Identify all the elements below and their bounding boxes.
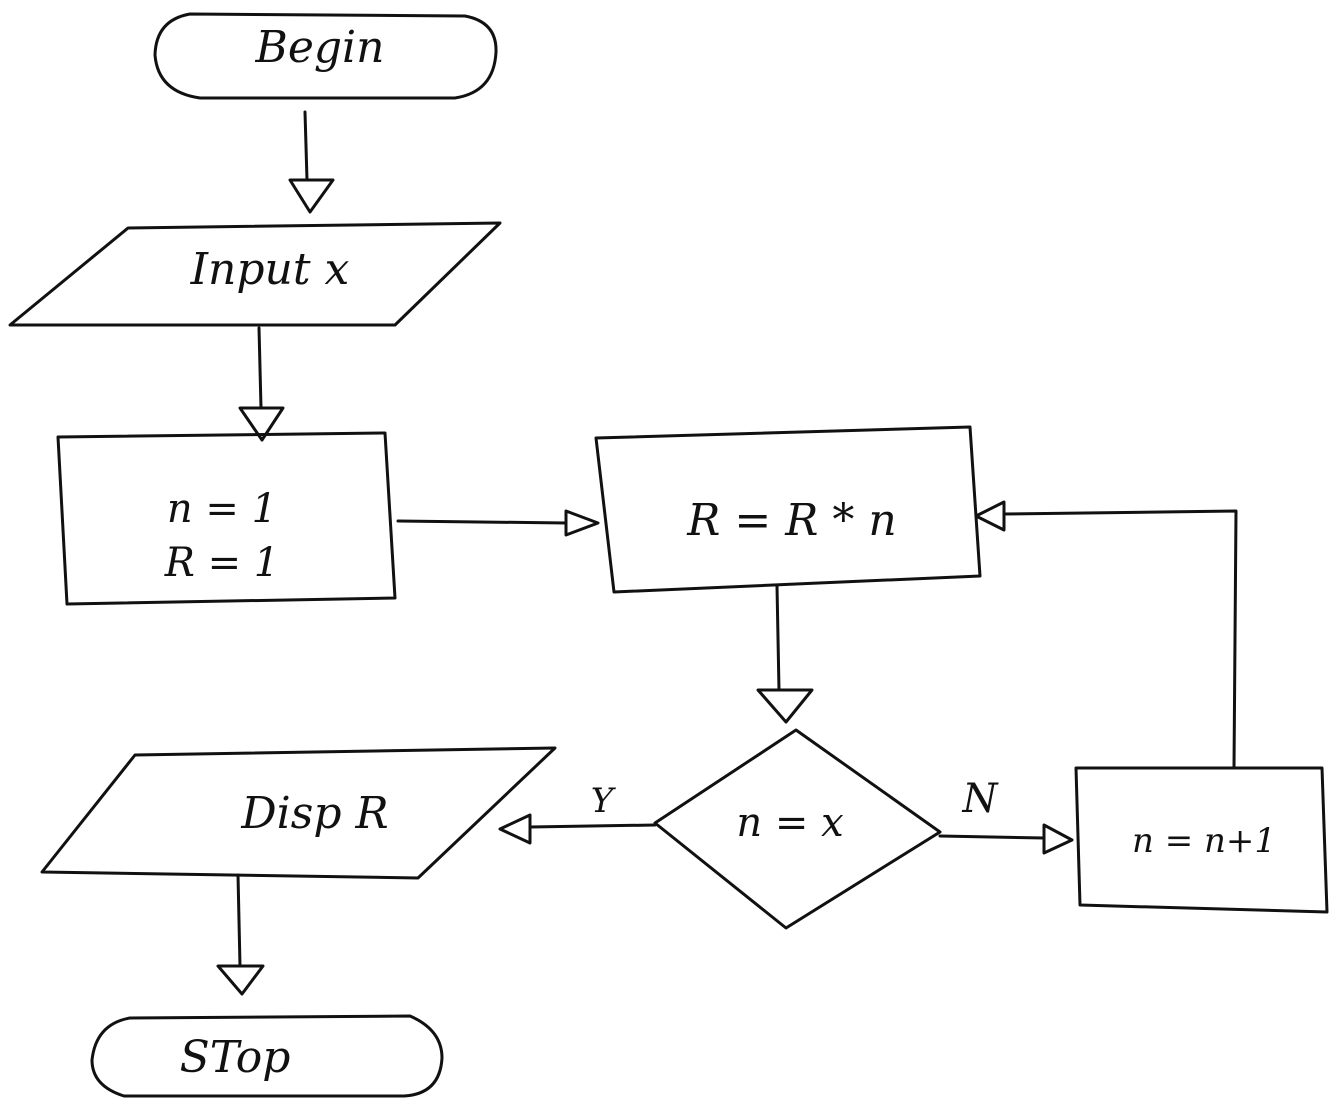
connector-line — [528, 823, 657, 829]
node-display: Disp R — [40, 746, 557, 880]
node-init: n = 1 R = 1 — [56, 431, 397, 606]
edge-label-yes: Y — [591, 781, 617, 821]
arrowhead-right — [564, 509, 600, 537]
edge-decision-to-increment: N — [938, 776, 1074, 855]
connector-line — [257, 326, 263, 410]
connector-line — [396, 519, 568, 525]
input-parallelogram-shape — [8, 221, 502, 327]
display-label: Disp R — [240, 788, 388, 839]
edge-display-to-stop — [216, 873, 265, 996]
node-decision: n = x — [653, 728, 942, 930]
init-process-shape — [56, 431, 397, 606]
connector-line — [236, 873, 242, 968]
arrowhead-right — [1042, 823, 1074, 855]
multiply-label: R = R * n — [686, 495, 896, 546]
arrowhead-down — [216, 964, 265, 996]
edge-input-to-init — [238, 326, 285, 442]
edge-multiply-to-decision — [756, 584, 814, 724]
arrowhead-down — [238, 406, 285, 442]
begin-terminator-shape — [153, 12, 498, 100]
stop-terminator-shape — [90, 1014, 444, 1098]
decision-diamond-shape — [653, 728, 942, 930]
node-multiply: R = R * n — [594, 425, 982, 594]
connector-line — [775, 584, 781, 692]
stop-label: STop — [180, 1032, 291, 1083]
connector-line — [1002, 509, 1238, 770]
arrowhead-down — [756, 688, 814, 724]
input-label: Input x — [190, 244, 350, 295]
begin-label: Begin — [255, 22, 385, 73]
increment-process-shape — [1074, 766, 1329, 914]
init-line-r: R = 1 — [164, 540, 280, 586]
edge-decision-to-display: Y — [498, 781, 657, 845]
node-increment: n = n+1 — [1074, 766, 1329, 914]
connector-line — [938, 834, 1046, 840]
arrowhead-left — [974, 500, 1006, 532]
edge-begin-to-input — [288, 110, 335, 214]
display-parallelogram-shape — [40, 746, 557, 880]
node-begin: Begin — [153, 12, 498, 100]
node-stop: STop — [90, 1014, 444, 1098]
decision-label: n = x — [736, 800, 843, 846]
multiply-process-shape — [594, 425, 982, 594]
connector-line — [303, 110, 309, 182]
increment-label: n = n+1 — [1132, 821, 1276, 861]
arrowhead-left — [498, 813, 532, 845]
edge-init-to-multiply — [396, 509, 600, 537]
edge-label-no: N — [962, 776, 1000, 822]
init-line-n: n = 1 — [167, 486, 277, 532]
edge-increment-to-multiply — [974, 500, 1238, 770]
arrowhead-down — [288, 178, 335, 214]
node-input: Input x — [8, 221, 502, 327]
